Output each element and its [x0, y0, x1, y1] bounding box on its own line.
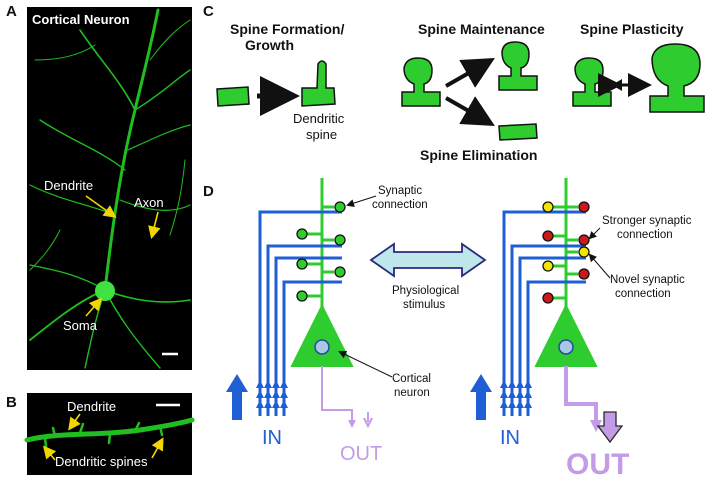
right-nucleus [558, 339, 574, 355]
right-output-axon [564, 366, 598, 428]
synaptic-connection-line1: Synaptic [378, 185, 422, 197]
elimination-title: Spine Elimination [420, 147, 537, 163]
panel-c-letter: C [203, 3, 214, 20]
spine-eliminated [498, 123, 538, 141]
soma-label: Soma [63, 318, 98, 333]
dendrite-label: Dendrite [44, 178, 93, 193]
elimination-arrow [445, 96, 495, 126]
right-circuit [470, 178, 624, 444]
left-out-label: OUT [340, 443, 382, 465]
dendritic-spine-line2: spine [306, 127, 337, 142]
panel-d-letter: D [203, 183, 214, 200]
formation-title-line1: Spine Formation/ [230, 21, 344, 37]
cortical-neuron-line2: neuron [394, 387, 430, 399]
left-output-small-arrow [363, 412, 373, 429]
axon-pointer [148, 211, 161, 240]
spines-pointer-right [151, 437, 164, 459]
right-out-label: OUT [566, 448, 629, 481]
stronger-line1: Stronger synaptic [602, 215, 692, 227]
panel-a-letter: A [6, 3, 17, 20]
novel-line1: Novel synaptic [610, 274, 685, 286]
left-in-label: IN [262, 427, 282, 449]
left-input-arrowheads [256, 380, 288, 408]
stimulus-arrow [369, 242, 487, 278]
left-output-axon [321, 366, 353, 426]
dendrite-with-new-spine [301, 60, 336, 107]
left-input-fibers [258, 210, 342, 416]
left-circuit [226, 178, 373, 429]
right-neuron-body [534, 303, 598, 367]
spine-initial [401, 57, 441, 107]
novel-pointer [588, 253, 611, 279]
dendritic-spines-label: Dendritic spines [55, 454, 148, 469]
dendrite-pointer [85, 195, 117, 218]
stimulus-line2: stimulus [403, 299, 445, 311]
plasticity-arrow-back [612, 79, 622, 91]
right-in-label: IN [500, 427, 520, 449]
left-neuron-body [290, 303, 354, 367]
dendritic-spine-line1: Dendritic [293, 111, 345, 126]
panel-b-letter: B [6, 394, 17, 411]
left-output-arrowhead [348, 420, 356, 428]
right-input-arrowheads [500, 380, 532, 408]
panel-b-dendrite-label: Dendrite [67, 399, 116, 414]
novel-line2: connection [615, 288, 671, 300]
right-output-arrowhead [590, 420, 602, 432]
right-synapses [542, 201, 590, 304]
right-input-fibers [502, 210, 586, 416]
soma-pointer [85, 297, 103, 317]
soma-body [95, 281, 115, 301]
cortical-neuron-line1: Cortical [392, 373, 431, 385]
left-nucleus [314, 339, 330, 355]
plasticity-title: Spine Plasticity [580, 21, 684, 37]
stimulus-line1: Physiological [392, 285, 459, 297]
cortical-pointer [338, 350, 393, 378]
spine-large [649, 43, 705, 113]
maintenance-title: Spine Maintenance [418, 21, 545, 37]
dendrite-branch [24, 417, 195, 449]
right-output-big-arrow [596, 411, 624, 444]
spine-small [572, 57, 612, 107]
dendrite-segment-plain [216, 86, 250, 107]
stronger-line2: connection [617, 229, 673, 241]
panel-a-title: Cortical Neuron [32, 12, 130, 27]
formation-title-line2: Growth [245, 37, 294, 53]
stronger-pointer [588, 227, 601, 240]
axon-label: Axon [134, 195, 164, 210]
left-big-input-arrow [226, 374, 248, 420]
spines-pointer-left [42, 445, 57, 461]
right-big-input-arrow [470, 374, 492, 420]
spine-maintained [498, 41, 538, 91]
left-synapses [296, 201, 346, 302]
synaptic-connection-line2: connection [372, 199, 428, 211]
neuron-micrograph [27, 7, 192, 370]
synaptic-pointer [346, 195, 377, 207]
panel-b-dendrite-pointer [68, 413, 81, 431]
maintenance-arrow [445, 58, 495, 88]
